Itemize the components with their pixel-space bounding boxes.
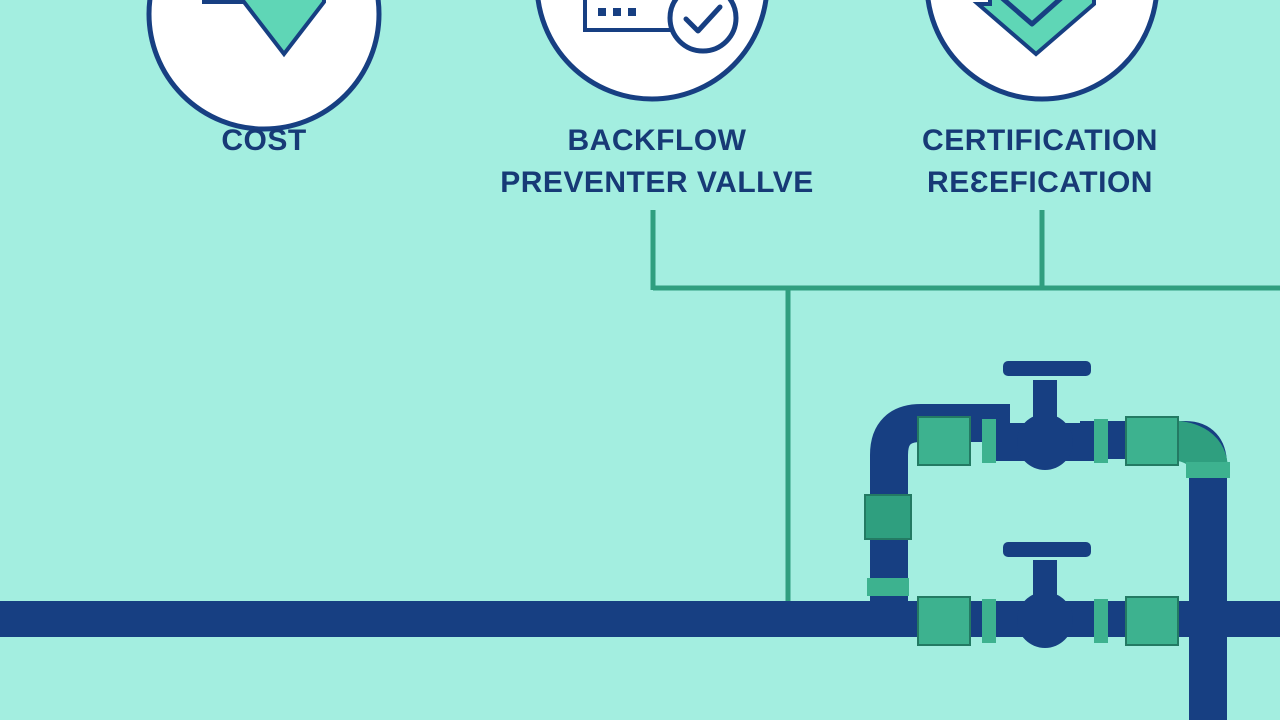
backflow-valve-label: BACKFLOW PREVENTER VALLVE <box>492 120 822 204</box>
certificate-check-icon <box>972 0 1096 57</box>
valve-icon <box>996 361 1094 470</box>
valve-badge <box>535 0 769 102</box>
certification-label: CERTIFICATION REƐEFICATION <box>902 120 1178 204</box>
cost-badge <box>146 0 382 132</box>
connector-lines <box>650 210 1280 604</box>
certification-label-line-1: CERTIFICATION <box>922 124 1158 157</box>
backflow-label-line-1: BACKFLOW <box>567 124 747 157</box>
valve-icon <box>996 542 1094 648</box>
backflow-label-line-2: PREVENTER VALLVE <box>500 166 814 199</box>
certification-label-line-2: REƐEFICATION <box>927 166 1153 199</box>
meter-check-icon <box>583 0 739 54</box>
bypass-assembly <box>864 361 1230 720</box>
shield-check-icon <box>202 0 326 58</box>
cost-label: COST <box>164 120 364 162</box>
certification-badge <box>925 0 1159 102</box>
cost-label-line: COST <box>221 124 307 157</box>
